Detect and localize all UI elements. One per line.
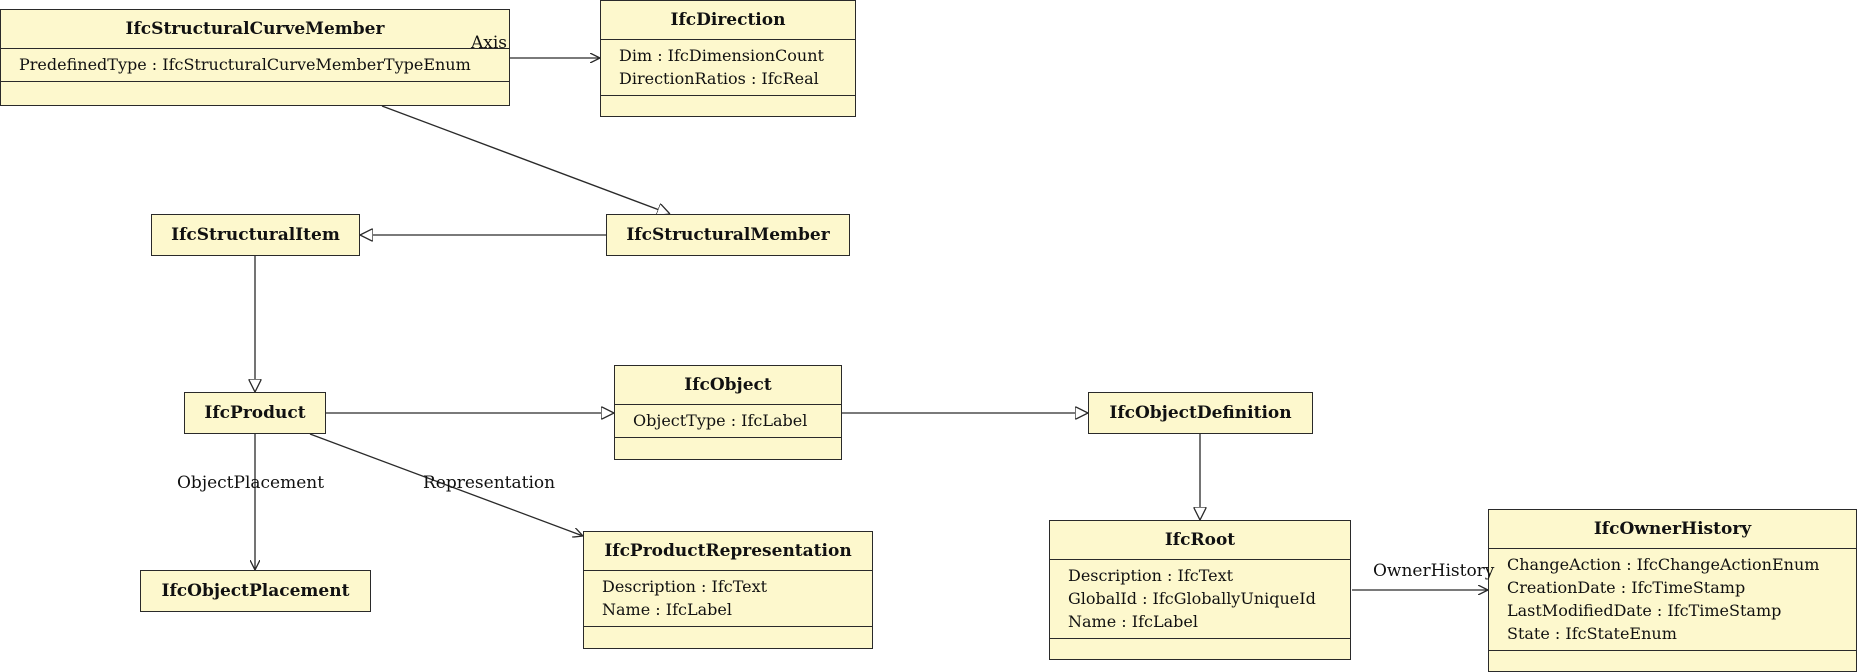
class-name: IfcStructuralItem: [171, 225, 340, 245]
association-label-axis: Axis: [471, 33, 508, 53]
class-name: IfcProductRepresentation: [584, 532, 872, 571]
class-ifcdirection[interactable]: IfcDirection Dim : IfcDimensionCount Dir…: [600, 0, 856, 117]
attribute-globalid: GlobalId : IfcGloballyUniqueId: [1068, 589, 1316, 608]
attribute-description: Description : IfcText: [602, 577, 768, 596]
class-name: IfcOwnerHistory: [1489, 510, 1856, 549]
class-name: IfcObjectPlacement: [161, 581, 350, 601]
operations-compartment: [1489, 651, 1856, 669]
class-ifcobject[interactable]: IfcObject ObjectType : IfcLabel: [614, 365, 842, 460]
operations-compartment: [1, 82, 509, 100]
generalization-curve-member-line: [381, 105, 670, 214]
association-label-ownerhistory: OwnerHistory: [1373, 561, 1495, 581]
attribute-dim: Dim : IfcDimensionCount: [619, 46, 824, 65]
class-ifcstructuralitem[interactable]: IfcStructuralItem: [151, 214, 360, 256]
attribute-name: Name : IfcLabel: [1068, 612, 1198, 631]
attribute-directionratios: DirectionRatios : IfcReal: [619, 69, 819, 88]
class-name: IfcObject: [615, 366, 841, 405]
operations-compartment: [1050, 639, 1350, 657]
class-ifcobjectplacement[interactable]: IfcObjectPlacement: [140, 570, 371, 612]
attribute-predefinedtype: PredefinedType : IfcStructuralCurveMembe…: [19, 55, 471, 74]
operations-compartment: [615, 438, 841, 456]
class-name: IfcObjectDefinition: [1109, 403, 1292, 423]
association-label-objectplacement: ObjectPlacement: [177, 473, 325, 493]
association-label-representation: Representation: [423, 473, 556, 493]
attribute-lastmodifieddate: LastModifiedDate : IfcTimeStamp: [1507, 601, 1782, 620]
class-ifcstructuralmember[interactable]: IfcStructuralMember: [606, 214, 850, 256]
class-ifcroot[interactable]: IfcRoot Description : IfcText GlobalId :…: [1049, 520, 1351, 660]
operations-compartment: [584, 627, 872, 645]
attribute-description: Description : IfcText: [1068, 566, 1234, 585]
class-ifcstructuralcurvemember[interactable]: IfcStructuralCurveMember PredefinedType …: [0, 9, 510, 106]
class-ifcproductrepresentation[interactable]: IfcProductRepresentation Description : I…: [583, 531, 873, 649]
class-name: IfcStructuralCurveMember: [1, 10, 509, 49]
class-ifcobjectdefinition[interactable]: IfcObjectDefinition: [1088, 392, 1313, 434]
attribute-creationdate: CreationDate : IfcTimeStamp: [1507, 578, 1746, 597]
attribute-state: State : IfcStateEnum: [1507, 624, 1677, 643]
attribute-changeaction: ChangeAction : IfcChangeActionEnum: [1507, 555, 1820, 574]
class-ifcownerhistory[interactable]: IfcOwnerHistory ChangeAction : IfcChange…: [1488, 509, 1857, 672]
class-ifcproduct[interactable]: IfcProduct: [184, 392, 326, 434]
class-name: IfcProduct: [204, 403, 306, 423]
class-name: IfcRoot: [1050, 521, 1350, 560]
class-name: IfcStructuralMember: [626, 225, 830, 245]
association-representation-line: [309, 433, 583, 536]
attribute-name: Name : IfcLabel: [602, 600, 732, 619]
attribute-objecttype: ObjectType : IfcLabel: [633, 411, 808, 430]
operations-compartment: [601, 96, 855, 114]
class-name: IfcDirection: [601, 1, 855, 40]
